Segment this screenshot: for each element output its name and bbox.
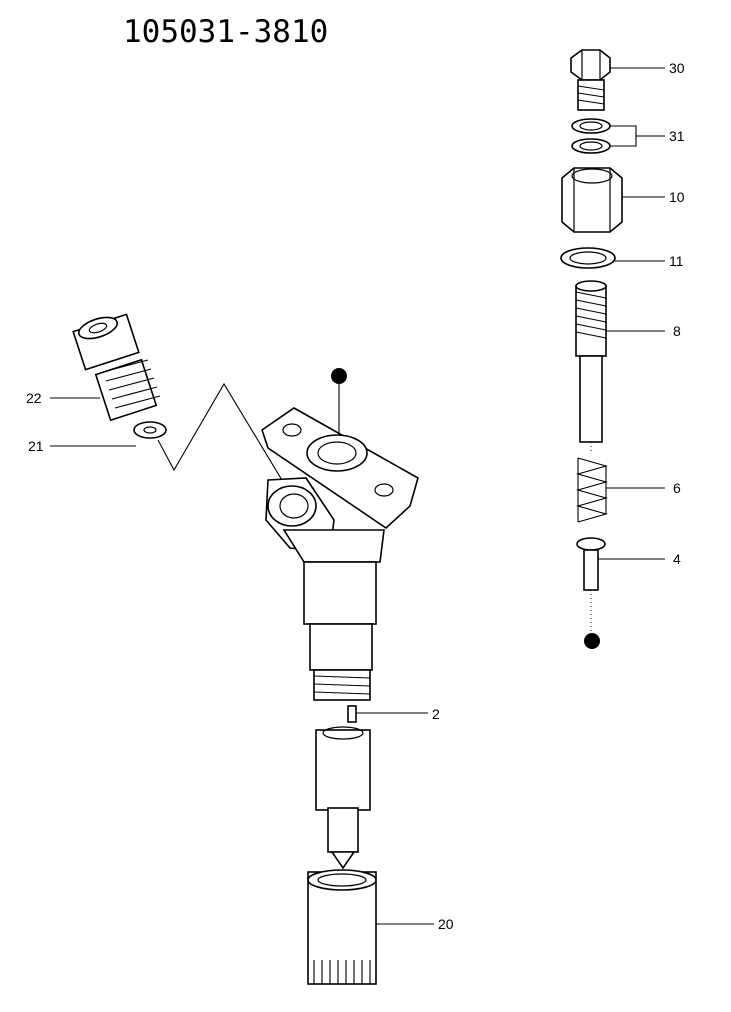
connector-path-line (157, 382, 301, 511)
nozzle-assembly (315, 726, 371, 870)
callout-8: 8 (673, 323, 681, 339)
part-30-bolt (570, 49, 611, 111)
part-number-title: 105031-3810 (123, 14, 329, 50)
callout-21: 21 (28, 438, 44, 454)
callout-4: 4 (673, 551, 681, 567)
part-6-spring (575, 457, 609, 523)
nozzle-holder-body (261, 407, 419, 701)
part-21-washer (133, 421, 167, 439)
callout-10: 10 (669, 189, 685, 205)
reference-mark-right (584, 633, 600, 649)
callout-22: 22 (26, 390, 42, 406)
callout-31: 31 (669, 128, 685, 144)
part-4-spring-seat (576, 537, 606, 632)
part-2-pin (347, 705, 357, 723)
part-11-washer (560, 247, 616, 269)
part-22-inlet-connector (72, 313, 161, 422)
callout-30: 30 (669, 60, 685, 76)
part-20-retaining-nut (307, 869, 377, 985)
part-8-push-rod (575, 280, 607, 454)
part-10-retaining-nut (561, 167, 623, 233)
callout-11: 11 (669, 253, 684, 269)
callout-20: 20 (438, 916, 454, 932)
leader-31 (610, 125, 665, 147)
callout-2: 2 (432, 706, 440, 722)
callout-6: 6 (673, 480, 681, 496)
reference-mark-center (331, 368, 347, 384)
part-31-gaskets (571, 118, 611, 154)
